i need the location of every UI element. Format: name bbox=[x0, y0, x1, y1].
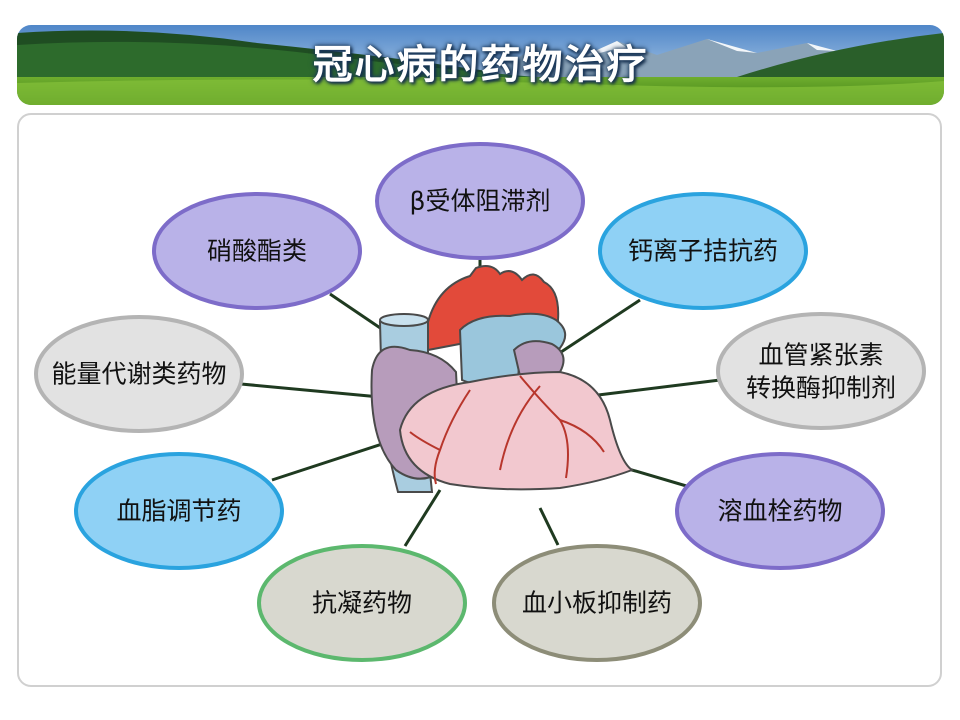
connector-lipid-regulator bbox=[271, 442, 383, 482]
connector-antiplatelet bbox=[538, 507, 560, 546]
node-label: 能量代谢类药物 bbox=[51, 360, 226, 389]
connector-ace-inhibitor bbox=[589, 378, 721, 398]
node-energy-metabolism: 能量代谢类药物 bbox=[34, 315, 244, 433]
node-ellipse bbox=[675, 452, 885, 570]
page-title: 冠心病的药物治疗 bbox=[312, 42, 649, 88]
node-nitrates: 硝酸酯类 bbox=[152, 192, 362, 310]
node-beta-blocker: β受体阻滞剂 bbox=[375, 142, 585, 260]
node-ellipse bbox=[492, 544, 702, 662]
node-ellipse bbox=[375, 142, 585, 260]
node-ellipse bbox=[152, 192, 362, 310]
node-label: 抗凝药物 bbox=[312, 589, 412, 618]
node-label-line-1: 血管紧张素 bbox=[758, 341, 883, 370]
node-ellipse bbox=[598, 192, 808, 310]
connector-anticoagulant bbox=[403, 489, 442, 547]
node-calcium-antagonist: 钙离子拮抗药 bbox=[598, 192, 808, 310]
node-label: β受体阻滞剂 bbox=[410, 187, 551, 216]
node-thrombolytic: 溶血栓药物 bbox=[675, 452, 885, 570]
node-lipid-regulator: 血脂调节药 bbox=[74, 452, 284, 570]
title-banner: 冠心病的药物治疗 bbox=[17, 25, 944, 105]
node-label: 硝酸酯类 bbox=[207, 237, 307, 266]
node-ace-inhibitor: 血管紧张素 转换酶抑制剂 bbox=[716, 312, 926, 430]
connector-energy-metabolism bbox=[240, 382, 381, 399]
landscape-background bbox=[17, 25, 944, 105]
node-label: 溶血栓药物 bbox=[717, 497, 842, 526]
node-anticoagulant: 抗凝药物 bbox=[257, 544, 467, 662]
node-label: 血小板抑制药 bbox=[522, 589, 672, 618]
node-ellipse bbox=[257, 544, 467, 662]
node-label-line-2: 转换酶抑制剂 bbox=[746, 374, 896, 403]
node-ellipse bbox=[74, 452, 284, 570]
heart-illustration bbox=[370, 265, 635, 493]
node-label: 钙离子拮抗药 bbox=[628, 237, 778, 266]
node-ellipse bbox=[34, 315, 244, 433]
node-antiplatelet: 血小板抑制药 bbox=[492, 544, 702, 662]
connector-calcium-antagonist bbox=[554, 298, 641, 358]
node-ellipse bbox=[716, 312, 926, 430]
node-label: 血脂调节药 bbox=[116, 497, 241, 526]
